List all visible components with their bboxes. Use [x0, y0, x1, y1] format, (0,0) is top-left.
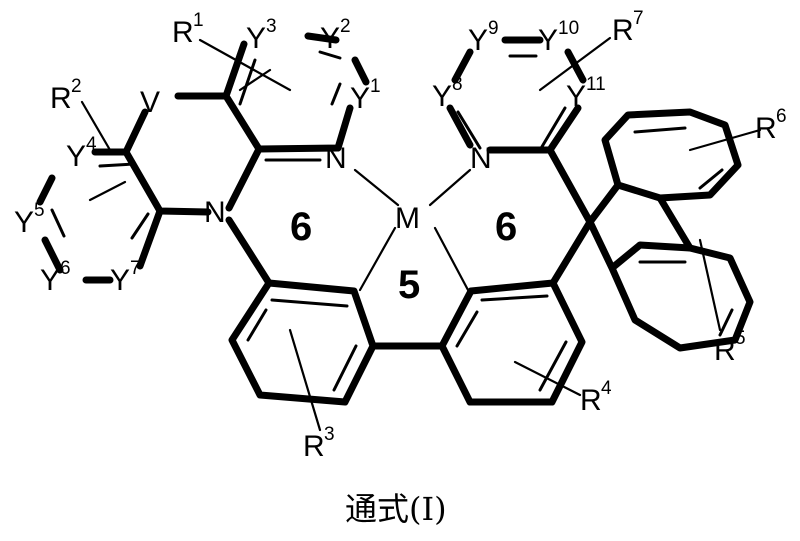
ring-size-labels: 6 5 6 — [290, 205, 517, 307]
y7-superscript: 7 — [130, 258, 141, 279]
y7-label: Y — [110, 264, 130, 297]
r7-label: R — [612, 14, 634, 47]
nitrogen-left-label: N — [204, 196, 226, 229]
metal-bonds — [353, 168, 472, 292]
y9-superscript: 9 — [488, 18, 499, 39]
r4-label: R — [580, 384, 602, 417]
y5-superscript: 5 — [34, 200, 45, 221]
formula-caption: 通式(I) — [345, 490, 447, 528]
r4-superscript: 4 — [601, 378, 612, 399]
right-chelate-ring-size: 6 — [495, 205, 517, 249]
atom-labels: M N N N V R 1 R 2 R 3 R 4 R 5 R 6 R 7 Y … — [14, 8, 787, 463]
y5-label: Y — [14, 206, 34, 239]
y1-superscript: 1 — [370, 76, 381, 97]
r2-label: R — [50, 82, 72, 115]
y9-label: Y — [468, 24, 488, 57]
y1-label: Y — [350, 82, 370, 115]
y6-superscript: 6 — [60, 258, 71, 279]
r6-label: R — [755, 112, 777, 145]
y4-label: Y — [66, 140, 86, 173]
r6-superscript: 6 — [776, 106, 787, 127]
double-bond-lines — [50, 50, 734, 392]
v-label: V — [140, 86, 160, 119]
r3-superscript: 3 — [324, 424, 335, 445]
y11-superscript: 11 — [586, 74, 606, 95]
y3-superscript: 3 — [266, 16, 277, 37]
y2-label: Y — [320, 22, 340, 55]
r3-label: R — [303, 430, 325, 463]
r2-superscript: 2 — [71, 76, 82, 97]
y3-label: Y — [246, 22, 266, 55]
y4-superscript: 4 — [86, 134, 97, 155]
substituent-lines — [80, 36, 762, 432]
y8-superscript: 8 — [452, 74, 463, 95]
center-chelate-ring-size: 5 — [398, 263, 420, 307]
y10-label: Y — [538, 24, 558, 57]
left-chelate-ring-size: 6 — [290, 205, 312, 249]
y11-label: Y — [566, 80, 586, 113]
r5-superscript: 5 — [735, 328, 746, 349]
r1-label: R — [172, 16, 194, 49]
r7-superscript: 7 — [633, 8, 644, 29]
y6-label: Y — [40, 264, 60, 297]
y10-superscript: 10 — [558, 18, 579, 39]
y2-superscript: 2 — [340, 16, 351, 37]
y8-label: Y — [432, 80, 452, 113]
r5-label: R — [714, 334, 736, 367]
metal-label: M — [395, 202, 420, 235]
r1-superscript: 1 — [193, 10, 204, 31]
bond-lines — [36, 32, 754, 406]
nitrogen-mid-label: N — [325, 142, 347, 175]
nitrogen-right-label: N — [470, 142, 492, 175]
